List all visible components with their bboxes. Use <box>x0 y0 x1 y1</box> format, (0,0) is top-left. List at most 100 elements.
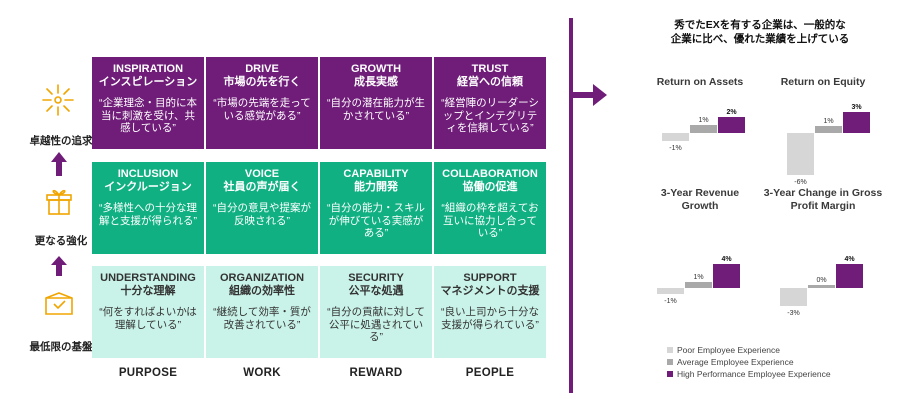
data-label-1-0: -6% <box>794 179 806 186</box>
data-label-0-2: 2% <box>726 109 737 116</box>
card-growth: GROWTH 成長実感 “自分の潜在能力が生かされている” <box>320 57 432 149</box>
column-label-work: WORK <box>243 367 281 379</box>
headline: 秀でたEXを有する企業は、一般的な 企業に比べ、優れた業績を上げている <box>640 18 880 46</box>
card-title-en: UNDERSTANDING <box>100 272 196 284</box>
data-label-2-2: 4% <box>721 256 732 263</box>
card-capability: CAPABILITY 能力開発 “自分の能力・スキルが伸びている実感がある” <box>320 162 432 254</box>
card-inspiration: INSPIRATION インスピレーション “企業理念・目的に本当に刺激を受け、… <box>92 57 204 149</box>
card-title-en: INCLUSION <box>117 168 179 180</box>
divider-line <box>569 18 573 393</box>
card-title-jp: マネジメントの支援 <box>440 285 540 297</box>
headline-line-2: 企業に比べ、優れた業績を上げている <box>670 33 850 45</box>
level-label-top: 卓越性の追求 <box>29 135 93 147</box>
bar-2-2 <box>713 264 740 288</box>
card-security: SECURITY 公平な処遇 “自分の貢献に対して公平に処遇されている” <box>320 266 432 358</box>
legend-label: Poor Employee Experience <box>677 345 781 355</box>
card-title-jp: インクルージョン <box>104 181 192 193</box>
arrow-right-icon <box>573 84 607 106</box>
bar-1-1 <box>815 126 842 133</box>
legend-label: High Performance Employee Experience <box>677 369 831 379</box>
card-title-jp: 組織の効率性 <box>229 285 295 297</box>
column-label-reward: REWARD <box>349 367 403 379</box>
legend-item-average: Average Employee Experience <box>667 357 794 367</box>
legend-swatch <box>667 347 673 353</box>
card-quote: “自分の潜在能力が生かされている” <box>327 97 425 122</box>
data-label-2-0: -1% <box>664 298 676 305</box>
column-label-people: PEOPLE <box>465 367 515 379</box>
level-label-bottom: 最低限の基盤 <box>29 341 93 353</box>
headline-line-1: 秀でたEXを有する企業は、一般的な <box>674 19 846 31</box>
chart-title-revenue: 3-Year Revenue Growth <box>660 187 740 212</box>
card-title-jp: 経営への信頼 <box>457 76 523 88</box>
legend-swatch <box>667 359 673 365</box>
data-label-0-0: -1% <box>669 145 681 152</box>
chart-title-roa: Return on Assets <box>656 76 744 88</box>
legend-item-high: High Performance Employee Experience <box>667 369 831 379</box>
card-title-jp: 能力開発 <box>354 181 398 193</box>
card-title-en: SUPPORT <box>463 272 517 284</box>
level-label-middle: 更なる強化 <box>34 235 88 247</box>
card-quote: “自分の意見や提案が反映される” <box>213 202 311 227</box>
data-label-2-1: 1% <box>693 274 703 281</box>
card-title-en: DRIVE <box>245 63 279 75</box>
card-collaboration: COLLABORATION 協働の促進 “組織の枠を超えてお互いに協力し合ってい… <box>434 162 546 254</box>
card-title-en: CAPABILITY <box>343 168 409 180</box>
card-drive: DRIVE 市場の先を行く “市場の先端を走っている感覚がある” <box>206 57 318 149</box>
card-quote: “継続して効率・質が改善されている” <box>213 306 311 331</box>
column-label-purpose: PURPOSE <box>118 367 178 379</box>
data-label-0-1: 1% <box>698 117 708 124</box>
card-organization: ORGANIZATION 組織の効率性 “継続して効率・質が改善されている” <box>206 266 318 358</box>
bar-0-2 <box>718 117 745 133</box>
bar-0-1 <box>690 125 717 133</box>
card-quote: “多様性への十分な理解と支援が得られる” <box>99 202 197 227</box>
card-title-jp: 十分な理解 <box>120 285 176 297</box>
chart-title-gross-margin: 3-Year Change in Gross Profit Margin <box>763 187 883 212</box>
chart-title-roe: Return on Equity <box>780 76 866 88</box>
arrow-up-icon <box>51 256 67 276</box>
card-trust: TRUST 経営への信頼 “経営陣のリーダーシップとインテグリティを信頼している… <box>434 57 546 149</box>
card-quote: “経営陣のリーダーシップとインテグリティを信頼している” <box>441 97 539 134</box>
level-icon-middle <box>42 184 76 218</box>
data-label-3-1: 0% <box>816 277 826 284</box>
card-quote: “自分の能力・スキルが伸びている実感がある” <box>327 202 425 239</box>
level-icon-top <box>40 82 76 118</box>
data-label-3-2: 4% <box>844 256 855 263</box>
bar-2-0 <box>657 288 684 294</box>
bar-3-1 <box>808 285 835 288</box>
data-label-1-1: 1% <box>823 118 833 125</box>
card-title-en: GROWTH <box>350 63 402 75</box>
card-quote: “企業理念・目的に本当に刺激を受け、共感している” <box>99 97 197 134</box>
card-title-en: VOICE <box>244 168 280 180</box>
card-quote: “何をすればよいかは理解している” <box>99 306 197 331</box>
card-quote: “自分の貢献に対して公平に処遇されている” <box>327 306 425 343</box>
data-label-1-2: 3% <box>851 104 862 111</box>
bar-2-1 <box>685 282 712 288</box>
card-title-en: INSPIRATION <box>112 63 184 75</box>
card-title-en: TRUST <box>471 63 509 75</box>
bar-1-2 <box>843 112 870 133</box>
gift-box-icon <box>46 189 72 215</box>
arrow-up-icon <box>51 152 67 176</box>
bar-3-0 <box>780 288 807 306</box>
level-icon-bottom <box>42 288 76 318</box>
card-understanding: UNDERSTANDING 十分な理解 “何をすればよいかは理解している” <box>92 266 204 358</box>
card-title-en: COLLABORATION <box>442 168 538 180</box>
legend-item-poor: Poor Employee Experience <box>667 345 780 355</box>
card-quote: “市場の先端を走っている感覚がある” <box>213 97 311 122</box>
card-title-jp: 成長実感 <box>354 76 398 88</box>
data-label-3-0: -3% <box>787 310 799 317</box>
card-quote: “良い上司から十分な支援が得られている” <box>441 306 539 331</box>
card-title-jp: 公平な処遇 <box>348 285 404 297</box>
card-voice: VOICE 社員の声が届く “自分の意見や提案が反映される” <box>206 162 318 254</box>
card-title-en: SECURITY <box>348 272 404 284</box>
card-title-jp: 社員の声が届く <box>223 181 301 193</box>
card-support: SUPPORT マネジメントの支援 “良い上司から十分な支援が得られている” <box>434 266 546 358</box>
card-title-jp: 市場の先を行く <box>223 76 301 88</box>
bar-3-2 <box>836 264 863 288</box>
card-inclusion: INCLUSION インクルージョン “多様性への十分な理解と支援が得られる” <box>92 162 204 254</box>
card-title-jp: 協働の促進 <box>462 181 518 193</box>
bar-1-0 <box>787 133 814 175</box>
firework-icon <box>42 84 74 116</box>
legend-swatch <box>667 371 673 377</box>
card-title-en: ORGANIZATION <box>219 272 305 284</box>
